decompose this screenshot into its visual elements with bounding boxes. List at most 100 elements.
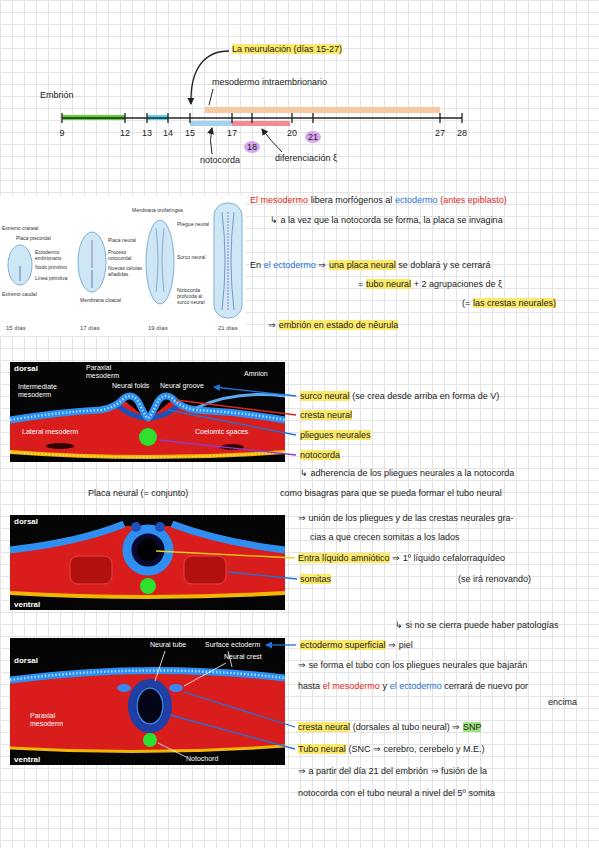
illustration-shape <box>10 746 285 752</box>
illustration-shape <box>8 245 32 285</box>
note-text: Lateral mesoderm <box>22 428 78 435</box>
illustration-shape <box>10 524 124 550</box>
section-neural-tube <box>10 638 285 765</box>
illustration-shape <box>168 410 296 435</box>
note-line: dorsal <box>14 517 38 527</box>
note-line: ↳ adherencia de los pliegues neurales a … <box>300 468 514 479</box>
note-line: =tubo neural+ 2 agrupaciones de ξ <box>358 279 502 290</box>
note-text: Membrana orofaríngea <box>132 207 183 213</box>
illustration-shape <box>172 524 285 550</box>
note-line: ⇒embrión en estado de nêurula <box>268 320 398 331</box>
note-text: cias a que crecen somitas a los lados <box>310 532 460 542</box>
note-line: notocorda <box>300 450 340 461</box>
illustration-shape <box>10 362 285 462</box>
note-line: 13 <box>142 128 152 139</box>
note-text: notocorda <box>200 155 240 165</box>
illustration-shape <box>159 440 296 455</box>
note-line: Surface ectoderm <box>205 641 260 649</box>
note-text: cresta neural <box>300 410 352 420</box>
note-line: 15 días <box>6 325 26 333</box>
note-line: notocorda <box>200 155 240 166</box>
note-line: 27 <box>435 128 445 139</box>
note-line: ⇒ a partir del día 21 del embrión ⇒ fusi… <box>298 766 487 777</box>
note-text: cresta neural <box>298 722 350 732</box>
note-text: 21 días <box>218 325 238 331</box>
note-line: cresta neural(dorsales al tubo neural) ⇒… <box>298 722 481 733</box>
note-text: Surco neural <box>177 254 205 260</box>
illustration-shape <box>146 220 174 304</box>
note-line: cias a que crecen somitas a los lados <box>310 532 460 543</box>
note-line: Pliegue neural <box>177 222 211 228</box>
illustration-shape <box>127 529 169 571</box>
note-text: somitas <box>300 574 331 584</box>
note-text: 14 <box>163 128 173 138</box>
note-line: surco neural(se crea desde arriba en for… <box>300 391 499 402</box>
illustration-shape <box>91 270 92 288</box>
note-text: ↳ a la vez que la notocorda se forma, la… <box>270 215 503 225</box>
note-text: Placa precordal <box>16 235 51 241</box>
illustration-shape <box>196 395 285 409</box>
note-text: (se crea desde arriba en forma de V) <box>352 391 499 401</box>
note-text: pliegues neurales <box>300 430 371 440</box>
note-line: Neural tube <box>150 641 186 649</box>
note-text: el mesodermo <box>323 681 380 691</box>
note-line: ventral <box>14 600 40 610</box>
note-line: Placa precordal <box>16 236 51 242</box>
note-line: 21 días <box>218 325 238 333</box>
note-text: Embrión <box>40 90 74 100</box>
note-line: Enel ectodermo⇒una placa neuralse doblar… <box>250 260 490 271</box>
note-line: 17 <box>227 128 237 139</box>
note-text: y <box>382 681 387 691</box>
note-text: (SNC ⇒ cerebro, cerebelo y M.E.) <box>348 744 484 754</box>
note-line: pliegues neurales <box>300 430 371 441</box>
note-text: Membrana cloacal <box>80 297 121 303</box>
illustration-shape <box>131 522 141 532</box>
illustration-shape <box>10 670 285 680</box>
illustration-shape <box>117 684 131 692</box>
note-text: Neural folds <box>112 382 149 389</box>
note-text: ⇒ <box>268 320 276 330</box>
note-text: Nuevas células añadidas <box>108 265 142 277</box>
illustration-shape <box>10 526 285 597</box>
note-text: dorsal <box>14 656 38 665</box>
illustration-shape <box>211 128 213 154</box>
note-text: 15 días <box>6 325 26 331</box>
note-line: Proceso notocordal <box>108 250 142 262</box>
illustration-shape <box>214 387 296 396</box>
illustration-shape <box>214 203 242 318</box>
illustration-shape <box>78 232 106 292</box>
note-text: ventral <box>14 755 40 764</box>
note-text: encima <box>548 697 577 707</box>
note-text: Placa neural (= conjunto) <box>88 488 188 498</box>
illustration-shape <box>19 266 20 281</box>
note-text: ectodermo <box>395 195 438 205</box>
note-text: 9 <box>59 128 64 138</box>
note-text: diferenciación ξ <box>275 153 337 163</box>
note-line: ventral <box>14 755 40 765</box>
note-text: Extremo craneal <box>2 225 38 231</box>
note-text: Notocorda profunda al surco neural <box>177 287 205 305</box>
note-text: se doblará y se cerrará <box>398 260 490 270</box>
note-line: Intermediate mesoderm <box>18 383 73 398</box>
note-line: ↳ a la vez que la notocorda se forma, la… <box>270 215 503 226</box>
note-text: libera morfógenos al <box>311 195 393 205</box>
note-line: cresta neural <box>300 410 352 421</box>
note-line: 18 <box>244 142 260 153</box>
note-line: dorsal <box>14 656 38 666</box>
note-text: ↳ adherencia de los pliegues neurales a … <box>300 468 514 478</box>
note-text: SNP <box>463 722 482 732</box>
note-line: 9 <box>59 128 64 139</box>
note-line: Placa neural (= conjunto) <box>88 488 188 499</box>
note-text: Proceso notocordal <box>108 249 131 261</box>
note-text: Línea primitiva <box>35 275 68 281</box>
note-text: (se irá renovando) <box>458 574 531 584</box>
note-text: El mesodermo <box>250 195 308 205</box>
illustration-shape <box>10 452 285 457</box>
note-line: Coelomic spaces <box>195 428 248 436</box>
note-line: 21 <box>305 132 321 143</box>
note-line: hastael mesodermoyel ectodermocerrará de… <box>298 681 528 692</box>
note-text: las crestas neurales) <box>473 298 556 308</box>
illustration-shape <box>184 692 295 727</box>
illustration-shape <box>137 688 163 724</box>
note-line: Amnion <box>244 370 268 378</box>
